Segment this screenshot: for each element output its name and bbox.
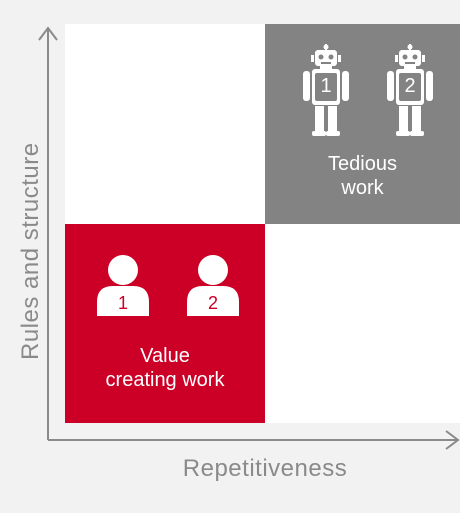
person-number: 2	[207, 293, 218, 313]
value-creating-work-label: Value creating work	[65, 344, 265, 392]
robot-icon: 1	[300, 44, 352, 138]
quadrant-value-creating-work	[65, 224, 265, 423]
robot-number: 1	[320, 75, 332, 97]
label-line: work	[341, 177, 384, 199]
quadrant-bottom-right	[265, 224, 460, 423]
label-line: creating work	[105, 369, 225, 391]
robot-number: 2	[404, 75, 416, 97]
y-axis-arrow-icon	[38, 26, 58, 41]
x-axis-label: Repetitiveness	[182, 455, 348, 482]
y-axis-label: Rules and structure	[17, 142, 44, 360]
tedious-work-label: Tedious work	[265, 152, 460, 200]
label-line: Tedious	[328, 153, 397, 175]
person-icon: 2	[185, 254, 241, 316]
robot-icon: 2	[384, 44, 436, 138]
label-line: Value	[140, 345, 190, 367]
x-axis-arrow-icon	[445, 430, 460, 450]
quadrant-tedious-work	[265, 24, 460, 224]
person-number: 1	[117, 293, 128, 313]
person-icon: 1	[95, 254, 151, 316]
quadrant-top-left	[65, 24, 265, 224]
